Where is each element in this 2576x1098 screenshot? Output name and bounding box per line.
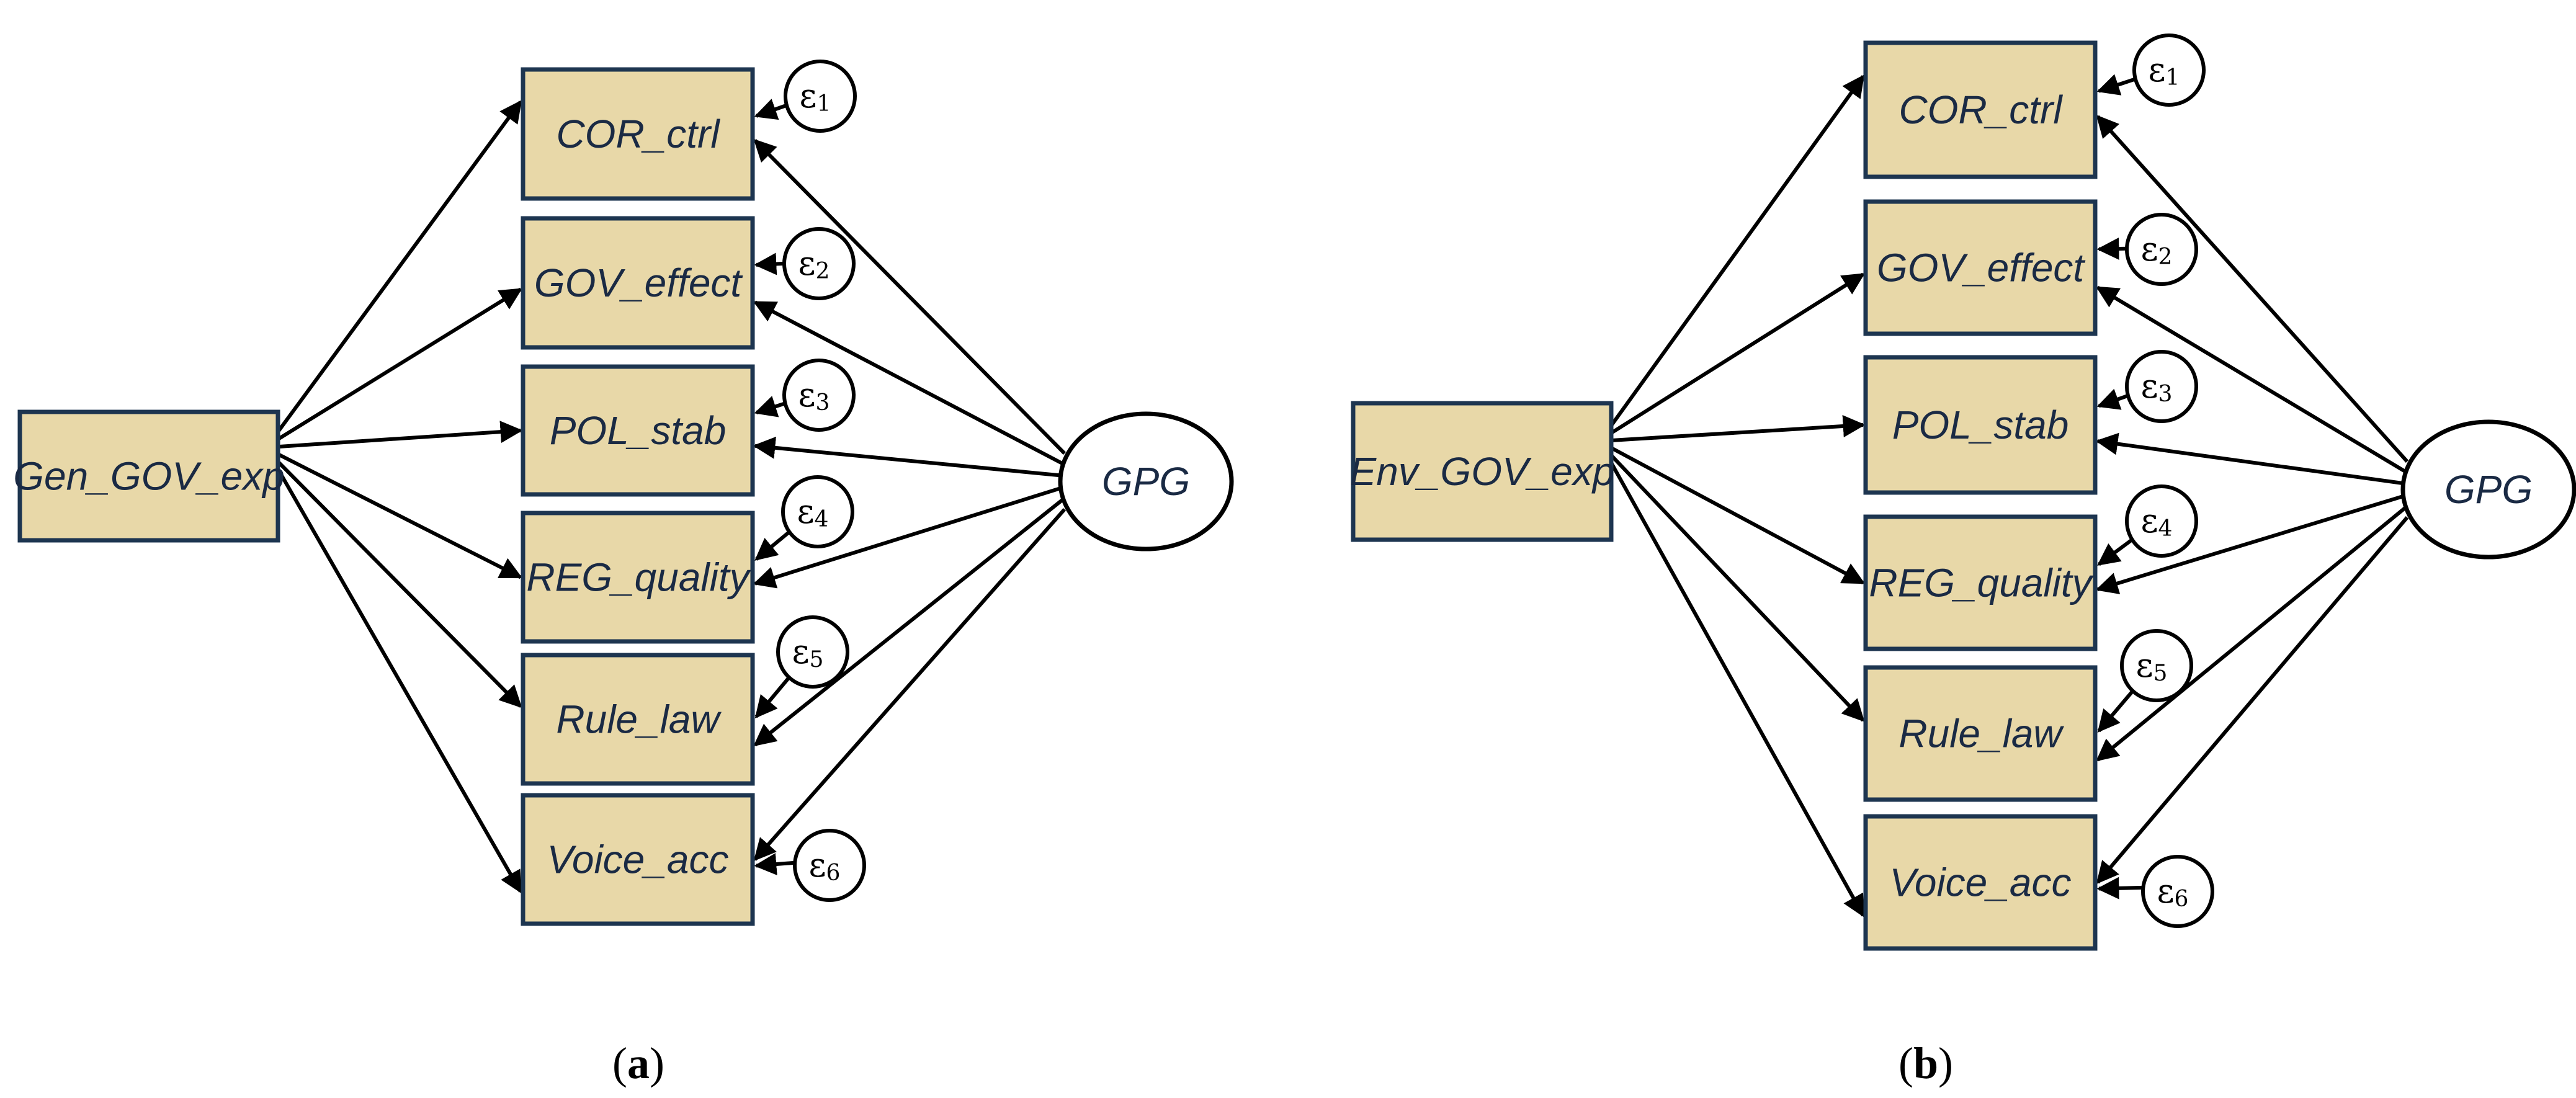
source-variable-box: Env_GOV_exp <box>1350 401 1615 542</box>
loading-arrow-latent-to-voice_acc <box>753 508 1067 862</box>
indicator-label: POL_stab <box>550 408 727 453</box>
indicator-box-cor_ctrl: COR_ctrl <box>1863 40 2098 179</box>
indicator-box-voice_acc: Voice_acc <box>1863 814 2098 951</box>
indicator-box-pol_stab: POL_stab <box>1863 355 2098 495</box>
error-term-circle: ε3 <box>782 359 856 432</box>
loading-arrow-latent-to-cor_ctrl <box>753 138 1067 455</box>
indicator-label: POL_stab <box>1892 403 2069 447</box>
loading-arrow-latent-to-cor_ctrl <box>2096 115 2409 463</box>
indicator-label: Rule_law <box>556 697 722 742</box>
error-term-circle: ε5 <box>776 615 849 689</box>
loading-arrow-latent-to-reg_quality <box>753 485 1065 589</box>
indicator-box-cor_ctrl: COR_ctrl <box>521 67 755 201</box>
indicator-label: Voice_acc <box>547 837 729 882</box>
path-arrow-source-to-voice_acc <box>276 468 522 894</box>
loading-arrow-latent-to-voice_acc <box>2096 516 2409 885</box>
indicator-box-reg_quality: REG_quality <box>521 511 755 644</box>
loading-arrow-latent-to-gov_effect <box>753 300 1066 466</box>
path-arrow-source-to-cor_ctrl <box>276 100 522 433</box>
source-variable-box: Gen_GOV_exp <box>13 409 285 543</box>
indicator-box-reg_quality: REG_quality <box>1863 514 2098 651</box>
indicator-box-voice_acc: Voice_acc <box>521 793 755 926</box>
error-term-circle: ε3 <box>2125 350 2198 423</box>
path-arrow-source-to-reg_quality <box>1610 446 1866 585</box>
panel-caption: (b) <box>1898 1038 1953 1088</box>
latent-variable-label: GPG <box>2444 467 2533 512</box>
indicator-box-gov_effect: GOV_effect <box>1863 199 2098 336</box>
error-term-circle: ε6 <box>793 829 866 902</box>
indicator-label: REG_quality <box>526 555 751 600</box>
error-arrow-to-rule_law <box>754 676 791 719</box>
error-arrow-to-cor_ctrl <box>2096 74 2136 96</box>
indicator-label: Rule_law <box>1898 712 2064 756</box>
error-term-label: ε3 <box>2141 367 2173 407</box>
loading-arrow-latent-to-reg_quality <box>2095 493 2408 594</box>
indicator-label: GOV_effect <box>1877 246 2086 290</box>
path-arrow-source-to-pol_stab <box>1611 415 1866 442</box>
error-arrow-to-gov_effect <box>754 252 785 275</box>
path-arrow-source-to-cor_ctrl <box>1609 74 1865 427</box>
loading-arrow-latent-to-rule_law <box>753 496 1066 747</box>
indicator-label: REG_quality <box>1869 561 2094 605</box>
indicator-box-rule_law: Rule_law <box>521 653 755 786</box>
latent-variable-ellipse: GPG <box>2400 419 2576 560</box>
indicator-label: Voice_acc <box>1890 860 2072 905</box>
error-arrow-to-voice_acc <box>754 853 795 875</box>
path-arrow-source-to-rule_law <box>1609 453 1865 722</box>
path-arrow-source-to-voice_acc <box>1609 462 1865 917</box>
error-arrow-to-pol_stab <box>754 396 786 417</box>
error-term-circle: ε4 <box>781 475 854 548</box>
error-term-circle: ε2 <box>2125 213 2198 286</box>
error-term-circle: ε6 <box>2141 855 2214 928</box>
indicator-box-pol_stab: POL_stab <box>521 364 755 497</box>
latent-variable-ellipse: GPG <box>1058 411 1234 551</box>
error-term-circle: ε1 <box>2132 33 2206 107</box>
source-variable-label: Gen_GOV_exp <box>13 454 285 499</box>
indicator-label: GOV_effect <box>534 261 743 305</box>
latent-variable-label: GPG <box>1102 459 1190 504</box>
loading-arrow-latent-to-rule_law <box>2096 504 2408 762</box>
path-arrow-source-to-gov_effect <box>1610 272 1866 435</box>
path-arrow-source-to-rule_law <box>276 460 522 708</box>
source-variable-label: Env_GOV_exp <box>1350 449 1615 494</box>
error-term-circle: ε2 <box>782 227 856 300</box>
error-arrow-to-rule_law <box>2097 689 2134 733</box>
loading-arrow-latent-to-pol_stab <box>753 436 1065 478</box>
loading-arrow-latent-to-pol_stab <box>2095 432 2408 486</box>
path-arrow-source-to-gov_effect <box>277 287 523 441</box>
error-arrow-to-reg_quality <box>754 530 791 561</box>
indicator-label: COR_ctrl <box>556 112 720 156</box>
error-term-circle: ε4 <box>2125 484 2198 558</box>
panel-caption: (a) <box>612 1038 664 1088</box>
error-arrow-to-voice_acc <box>2096 877 2144 899</box>
error-arrow-to-reg_quality <box>2097 538 2134 566</box>
error-term-circle: ε1 <box>784 60 857 133</box>
error-arrow-to-pol_stab <box>2096 388 2129 410</box>
error-arrow-to-cor_ctrl <box>754 99 787 120</box>
loading-arrow-latent-to-gov_effect <box>2095 285 2408 475</box>
indicator-label: COR_ctrl <box>1898 87 2063 132</box>
path-arrow-source-to-pol_stab <box>277 421 523 449</box>
indicator-box-gov_effect: GOV_effect <box>521 216 755 350</box>
indicator-box-rule_law: Rule_law <box>1863 665 2098 802</box>
path-arrow-source-to-reg_quality <box>277 452 523 579</box>
error-term-circle: ε5 <box>2120 629 2193 702</box>
error-term-label: ε6 <box>2157 872 2189 912</box>
